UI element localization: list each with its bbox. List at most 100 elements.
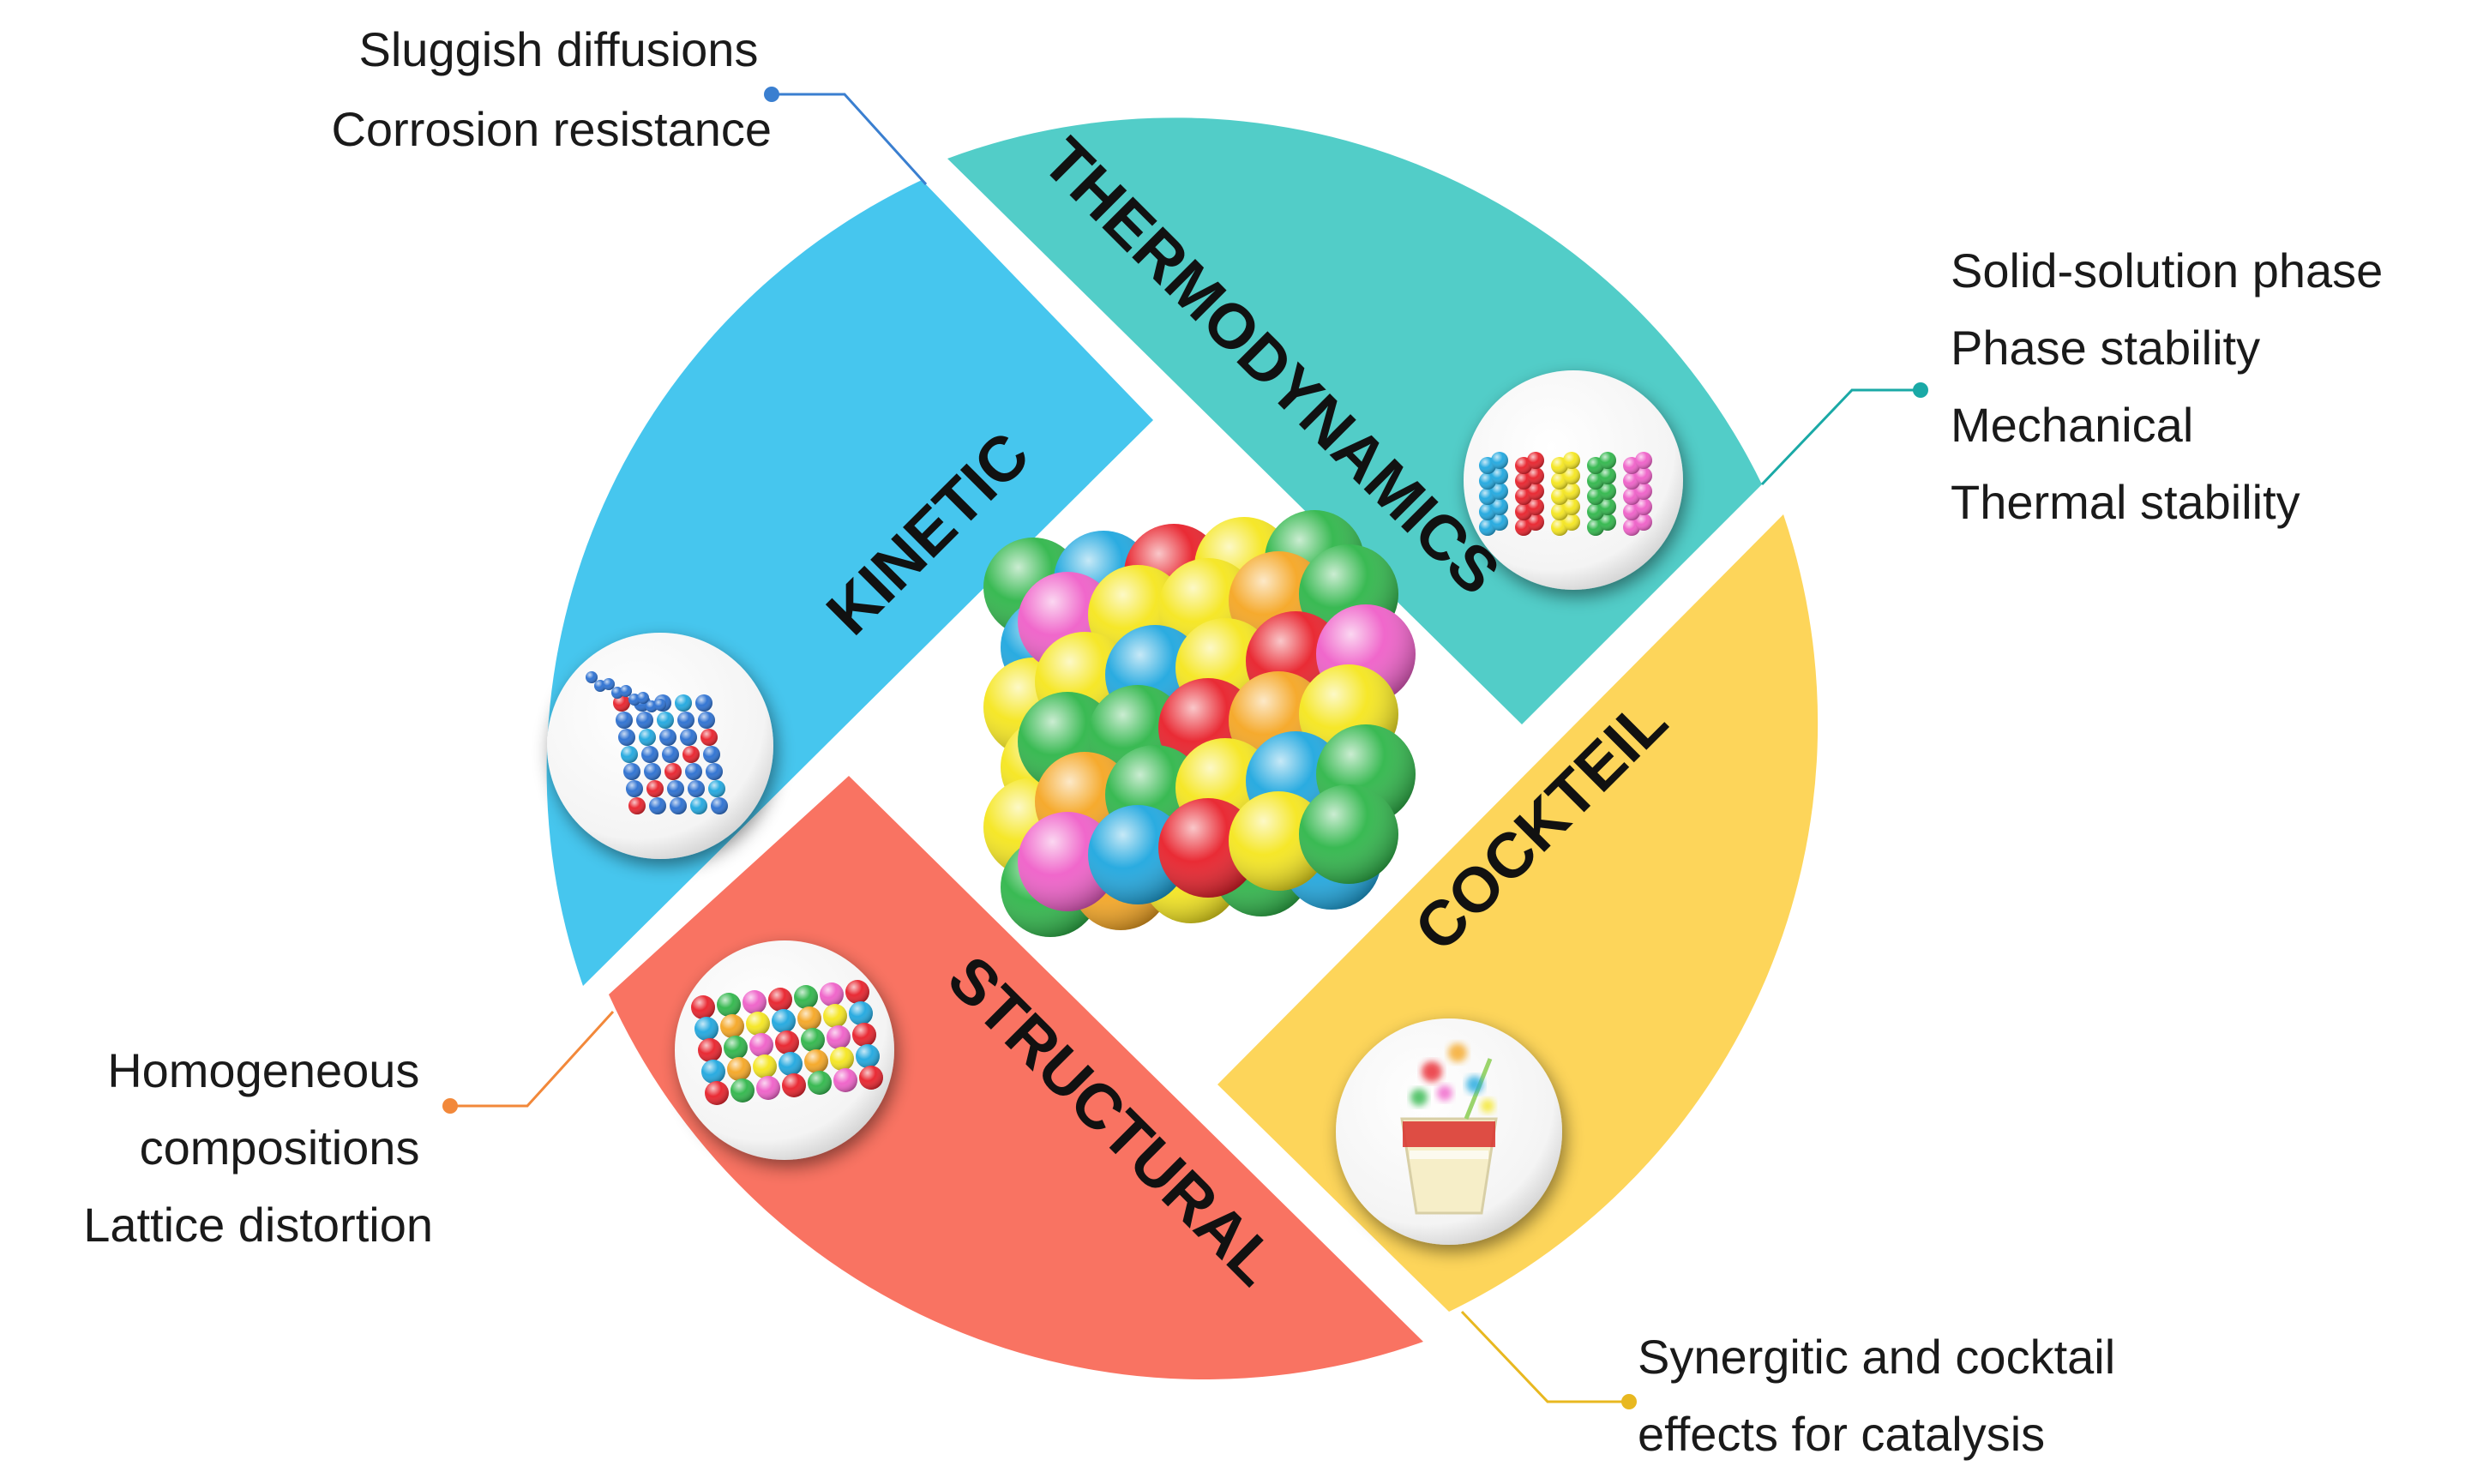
- stack-atom: [1599, 467, 1616, 484]
- diffusion-atom: [616, 712, 633, 729]
- sector-structural: [609, 776, 1423, 1380]
- stack-atom: [1563, 467, 1580, 484]
- lattice-atom: [753, 1054, 777, 1078]
- stack-atom: [1599, 514, 1616, 531]
- stack-atom: [1635, 467, 1652, 484]
- lattice-atom: [827, 1025, 851, 1049]
- annotation-thermo-line-1: Solid-solution phase: [1951, 243, 2383, 297]
- diffusion-atom: [680, 729, 697, 746]
- lattice-atom: [845, 980, 869, 1004]
- lattice-atom: [691, 995, 715, 1019]
- lattice-atom: [782, 1073, 806, 1097]
- diffusion-atom: [657, 712, 674, 729]
- stack-atom: [1635, 483, 1652, 500]
- diffusion-atom: [682, 746, 700, 763]
- stack-atom: [1599, 498, 1616, 515]
- cluster-atom: [1299, 784, 1398, 884]
- stacked-atoms-icon: [1464, 370, 1683, 590]
- annotation-thermodynamics: Solid-solution phase Phase stability Mec…: [1951, 243, 2396, 529]
- stack-atom: [1563, 498, 1580, 515]
- stack-atom: [1491, 514, 1508, 531]
- lattice-atom: [833, 1068, 857, 1092]
- diffusion-atom: [685, 763, 702, 780]
- diffusion-atom: [659, 729, 676, 746]
- diffusing-atom: [586, 671, 598, 683]
- diffusion-atom: [628, 797, 646, 814]
- diffusion-atom: [636, 712, 653, 729]
- annotation-cocktail-line-1: Synergitic and cocktail: [1638, 1330, 2115, 1384]
- cocktail-glass-icon: [1336, 1018, 1562, 1245]
- annotation-cocktail-line-2: effects for catalysis: [1638, 1407, 2045, 1461]
- diffusion-atom: [706, 763, 723, 780]
- lattice-atom: [852, 1023, 876, 1047]
- lattice-atom: [823, 1004, 847, 1028]
- stack-atom: [1491, 498, 1508, 515]
- diffusion-atom: [703, 746, 720, 763]
- connector-dot-kinetic: [764, 87, 779, 102]
- lattice-atom: [808, 1071, 832, 1095]
- diffusion-atom: [649, 797, 666, 814]
- annotation-kinetic-line-1: Sluggish diffusions: [359, 22, 759, 76]
- diffusion-atom: [690, 797, 707, 814]
- lattice-atom: [768, 988, 792, 1012]
- connector-structural: [450, 1010, 615, 1108]
- stack-atom: [1563, 483, 1580, 500]
- stack-atom: [1599, 452, 1616, 469]
- diffusion-atom: [618, 729, 635, 746]
- lattice-atom: [749, 1033, 773, 1057]
- diffusion-atom: [626, 780, 643, 797]
- diffusion-atom: [675, 694, 692, 712]
- stack-atom: [1527, 483, 1544, 500]
- lattice-spheres-icon: [675, 940, 894, 1160]
- annotation-structural: Homogeneous compositions Lattice distort…: [83, 1043, 433, 1252]
- diffusion-atom: [621, 746, 638, 763]
- lattice-atom: [801, 1028, 825, 1052]
- annotation-thermo-line-3: Mechanical: [1951, 398, 2193, 452]
- annotation-structural-line-3: Lattice distortion: [83, 1198, 433, 1252]
- stack-atom: [1491, 483, 1508, 500]
- diffusion-atom: [662, 746, 679, 763]
- diffusion-atom: [711, 797, 728, 814]
- diffusion-atom: [695, 694, 712, 712]
- lattice-atom: [717, 993, 741, 1017]
- diffusion-lattice-icon: [547, 633, 773, 859]
- diffusion-atom: [623, 763, 640, 780]
- lattice-atom: [830, 1047, 854, 1071]
- lattice-atom: [856, 1044, 880, 1068]
- diffusion-atom: [667, 780, 684, 797]
- annotation-structural-line-2: compositions: [140, 1121, 420, 1175]
- diffusion-atom: [698, 712, 715, 729]
- lattice-atom: [720, 1014, 744, 1038]
- diffusion-atom: [700, 729, 718, 746]
- stack-atom: [1491, 467, 1508, 484]
- connector-cocktail: [1460, 1310, 1629, 1403]
- diffusion-atom: [664, 763, 682, 780]
- icon-discs: [547, 370, 1683, 1245]
- lattice-atom: [746, 1012, 770, 1036]
- stack-atom: [1563, 452, 1580, 469]
- diffusing-atom: [620, 685, 632, 697]
- connector-dot-cocktail: [1621, 1394, 1637, 1409]
- lattice-atom: [730, 1078, 755, 1102]
- lattice-atom: [743, 990, 767, 1014]
- diffusion-atom: [688, 780, 705, 797]
- lattice-atom: [698, 1038, 722, 1062]
- stack-atom: [1527, 467, 1544, 484]
- diffusion-atom: [639, 729, 656, 746]
- stack-atom: [1563, 514, 1580, 531]
- stack-atom: [1635, 498, 1652, 515]
- connector-kinetic: [772, 93, 928, 186]
- lattice-atom: [859, 1066, 883, 1090]
- stack-atom: [1527, 514, 1544, 531]
- lattice-atom: [849, 1001, 873, 1025]
- diffusing-atom: [603, 678, 615, 690]
- lattice-atom: [701, 1060, 725, 1084]
- lattice-atom: [705, 1081, 729, 1105]
- annotation-kinetic: Sluggish diffusions Corrosion resistance: [331, 22, 772, 156]
- annotation-thermo-line-2: Phase stability: [1951, 321, 2260, 375]
- lattice-atom: [727, 1057, 751, 1081]
- connector-dot-structural: [442, 1098, 458, 1114]
- annotation-kinetic-line-2: Corrosion resistance: [331, 102, 772, 156]
- lattice-atom: [775, 1030, 799, 1054]
